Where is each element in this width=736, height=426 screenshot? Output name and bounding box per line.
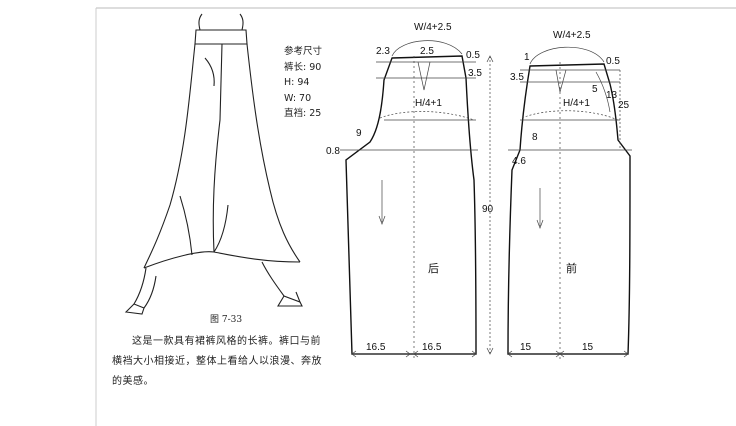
front-hip-formula: H/4+1 bbox=[563, 98, 590, 109]
back-piece-name: 后 bbox=[428, 262, 439, 275]
back-labels: W/4+2.5 H/4+1 2.3 2.5 0.5 3.5 9 0.8 16.5… bbox=[326, 22, 494, 353]
front-dim-1: 1 bbox=[524, 52, 530, 63]
back-waist-formula: W/4+2.5 bbox=[414, 22, 452, 33]
spec-row-length: 裤长: 90 bbox=[284, 61, 322, 73]
front-labels: W/4+2.5 H/4+1 1 0.5 3.5 5 13 25 8 4.6 15… bbox=[510, 30, 630, 353]
spec-row-hip: H: 94 bbox=[284, 77, 310, 88]
figure-caption: 这是一款具有裙裤风格的长裤。裤口与前横裆大小相接近，整体上看给人以浪漫、奔放的美… bbox=[112, 336, 322, 387]
front-dim-6: 25 bbox=[618, 100, 630, 111]
front-dim-8: 4.6 bbox=[512, 156, 526, 167]
back-dim-7: 16.5 bbox=[366, 342, 386, 353]
back-dim-4: 3.5 bbox=[468, 68, 482, 79]
front-dim-4: 5 bbox=[592, 84, 598, 95]
back-hip-formula: H/4+1 bbox=[415, 98, 442, 109]
fashion-illustration bbox=[124, 13, 303, 315]
back-dim-6: 0.8 bbox=[326, 146, 340, 157]
front-dim-7: 8 bbox=[532, 132, 538, 143]
back-dim-3: 0.5 bbox=[466, 50, 480, 61]
length-dim: 90 bbox=[482, 204, 494, 215]
front-dim-3: 3.5 bbox=[510, 72, 524, 83]
front-construction-lines bbox=[507, 46, 632, 360]
figure-label: 图 7-33 bbox=[210, 315, 243, 325]
back-dim-8: 16.5 bbox=[422, 342, 442, 353]
back-dim-5: 9 bbox=[356, 128, 362, 139]
front-dim-10: 15 bbox=[582, 342, 594, 353]
front-waist-formula: W/4+2.5 bbox=[553, 30, 591, 41]
front-dim-2: 0.5 bbox=[606, 56, 620, 67]
front-dim-5: 13 bbox=[606, 90, 618, 101]
back-dim-2: 2.5 bbox=[420, 46, 434, 57]
back-pattern-piece bbox=[345, 55, 477, 355]
spec-row-rise: 直裆: 25 bbox=[284, 108, 322, 119]
spec-row-waist: W: 70 bbox=[284, 92, 312, 104]
back-construction-lines bbox=[340, 40, 494, 360]
back-dim-1: 2.3 bbox=[376, 46, 390, 57]
spec-title: 参考尺寸 bbox=[284, 46, 323, 57]
front-piece-name: 前 bbox=[566, 261, 577, 275]
reference-measurements: 参考尺寸 裤长: 90 H: 94 W: 70 直裆: 25 bbox=[284, 44, 322, 122]
front-dim-9: 15 bbox=[520, 342, 532, 353]
